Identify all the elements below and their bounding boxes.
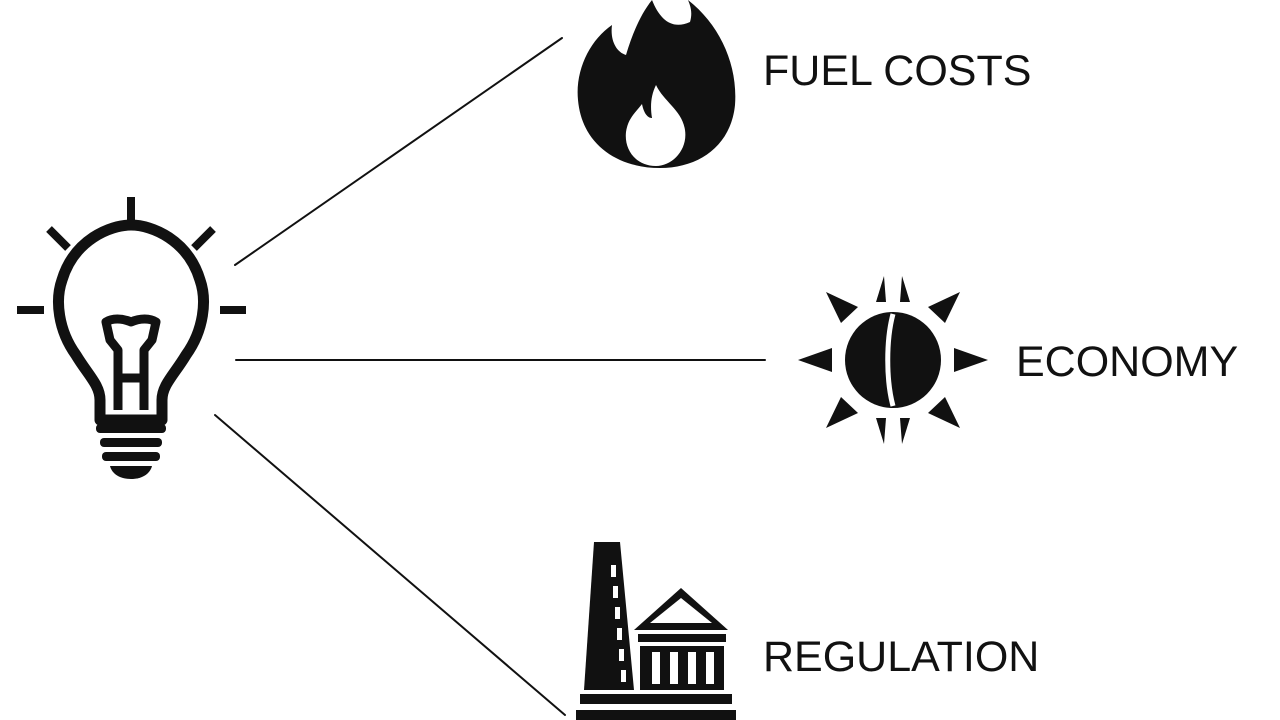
factor-label-economy: ECONOMY bbox=[1016, 338, 1239, 386]
factor-label-fuel-costs: FUEL COSTS bbox=[763, 47, 1032, 95]
connector-regulation bbox=[214, 414, 566, 716]
factor-label-regulation: REGULATION bbox=[763, 633, 1040, 681]
connector-lines bbox=[214, 37, 766, 716]
economy-sun-icon bbox=[798, 276, 988, 444]
flame-icon bbox=[577, 0, 736, 168]
connector-fuel-costs bbox=[234, 37, 563, 266]
factory-icon bbox=[576, 542, 736, 720]
lightbulb-icon bbox=[17, 197, 246, 479]
